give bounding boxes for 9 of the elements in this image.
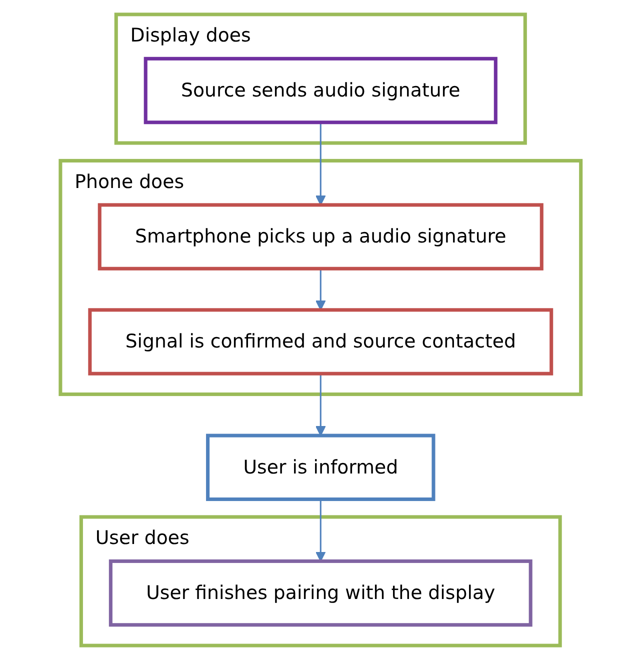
arrow	[315, 122, 326, 206]
node-box: Source sends audio signature	[144, 56, 498, 124]
node-box: User finishes pairing with the display	[108, 559, 532, 627]
arrow	[315, 499, 326, 562]
arrow	[315, 268, 326, 310]
arrow	[315, 374, 326, 436]
node-box: Smartphone picks up a audio signature	[98, 203, 544, 270]
node-box: Signal is confirmed and source contacted	[88, 308, 553, 376]
node-box: User is informed	[206, 434, 436, 502]
